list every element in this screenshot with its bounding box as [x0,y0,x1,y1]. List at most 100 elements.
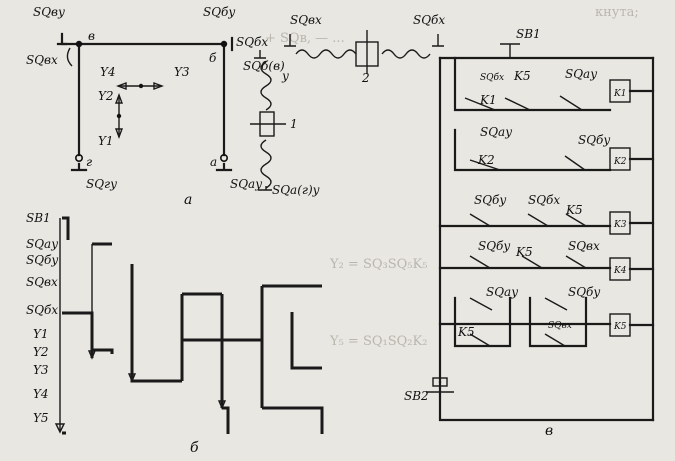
ladder-bottom-rail [438,380,655,422]
arrow-y4-head [116,81,127,91]
label-sq-bu-r4: SQбу [478,239,510,253]
hose-lower [260,139,272,189]
label-sq-au: SQау [230,177,262,191]
label-sq-bv: SQб(в) [243,59,285,73]
label-node-a: а [210,155,217,169]
label-sq-agu: SQа(г)у [272,183,320,197]
label-sq-au-r5: SQау [486,285,518,299]
label-sb2: SB2 [404,389,429,403]
diagram-v: SB1 SQбх K5 K1 SQау K1 SQау K2 SQбу K2 S… [404,27,655,439]
row-label-sq-au: SQау [26,237,58,251]
trace-y4-end [222,406,230,434]
label-k1-contact: K1 [479,93,497,107]
label-k5-r4: K5 [515,245,533,259]
label-k5-coil: K5 [613,322,627,332]
node-g-dot [75,154,84,163]
bleed-line-1: кнута; [595,5,639,20]
stop-au [215,162,233,172]
label-k2-coil: K2 [613,157,627,167]
contact-sq-bu-r5 [544,297,568,311]
label-cylinder-2: 2 [361,71,370,85]
label-k4-coil: K4 [613,266,627,276]
row-label-y2: Y2 [33,345,49,359]
rung-2 [453,128,612,172]
contact-sq-bu-r4 [469,255,491,269]
contact-sq-bx-r3 [527,213,549,227]
label-k5-r1: K5 [513,69,531,83]
trace-y1 [62,311,94,358]
contact-k5-r1 [504,97,531,111]
caption-v: в [545,423,553,439]
label-node-v: в [88,29,95,43]
trace-y5 [262,406,324,434]
trace-y2-end [290,312,322,370]
row-label-y5: Y5 [33,411,49,425]
row-label-sq-bu: SQбу [26,253,58,267]
label-sq-bx: SQбх [236,35,268,49]
label-sq-vx: SQвх [26,53,58,67]
arrow-y1-head [114,128,124,139]
trace-sq-bu [130,264,182,383]
label-y4: Y4 [100,65,116,79]
contact-sq-bu-r3 [469,213,491,227]
label-sq-bu-r3: SQбу [474,193,506,207]
label-k5-r5: K5 [457,325,475,339]
caption-a: а [184,192,192,208]
hose-right [381,49,431,59]
label-sq-bu-r2: SQбу [578,133,610,147]
label-sq-bu: SQбу [203,5,235,19]
trace-y2-start [92,348,114,354]
label-k1-coil: K1 [613,89,626,99]
arrow-y3-head [153,81,164,91]
label-sq-vx2: SQвх [290,13,322,27]
row-label-y4: Y4 [33,387,49,401]
label-sb1: SB1 [516,27,541,41]
node-a-dot [220,154,229,163]
arrow-center-top [138,83,144,89]
rung-5-branch-left [453,296,512,348]
stop-agu [258,186,272,191]
label-y2: Y2 [98,89,114,103]
contact-k2-r2 [469,159,501,171]
trace-sq-bu-arrow [127,373,137,383]
bleed-line-4: Y₅ = SQ₁SQ₂K₂ [329,334,427,349]
contact-sq-au-r1 [559,95,583,111]
contact-sq-vx-r5 [544,333,566,347]
stop-bx2 [432,34,444,47]
node-v-dot [75,40,83,48]
label-sq-bx2: SQбх [413,13,445,27]
label-sq-bu-r5: SQбу [568,285,600,299]
timing-axis-arrow [54,423,66,434]
contact-sb-bx [464,97,496,111]
diagram-a: SQву SQвх в SQбу SQбх б г SQгу а SQау Y4… [26,5,445,208]
arrow-center-left [116,113,122,119]
contact-sq-bu-r2 [564,155,586,171]
label-sq-au-r1: SQау [565,67,597,81]
row-label-y3: Y3 [33,363,49,377]
label-sq-vu: SQву [33,5,65,19]
row-label-y1: Y1 [33,327,49,341]
caption-b: б [190,440,199,456]
sb2-button [432,377,448,387]
contact-k5-r5 [469,333,491,347]
stop-vx2 [284,34,296,47]
label-sq-vx-r5: SQвх [548,321,572,331]
bleed-through-text: кнута; + SQв, — ... Y₂ = SQ₃SQ₅K₅ Y₅ = S… [265,5,639,349]
label-k3-coil: K3 [613,220,627,230]
contact-k5-r4 [521,255,543,269]
label-sq-bx-r1: SQбх [480,72,504,83]
contact-sq-au-r5 [469,297,493,311]
label-y1: Y1 [98,134,114,148]
trace-y4-arrow [217,400,227,410]
arrow-y2-head [114,93,124,104]
label-sq-au-r2: SQау [480,125,512,139]
hose-left [295,49,357,59]
diagram-b: SB1 SQау SQбу SQвх SQбх Y1 Y2 Y3 Y4 Y5 б [26,211,324,456]
node-b-dot [220,40,228,48]
label-k5-r3: K5 [565,203,583,217]
label-y3: Y3 [174,65,190,79]
bleed-line-3: Y₂ = SQ₃SQ₅K₅ [329,257,427,272]
row-label-sb1: SB1 [26,211,51,225]
